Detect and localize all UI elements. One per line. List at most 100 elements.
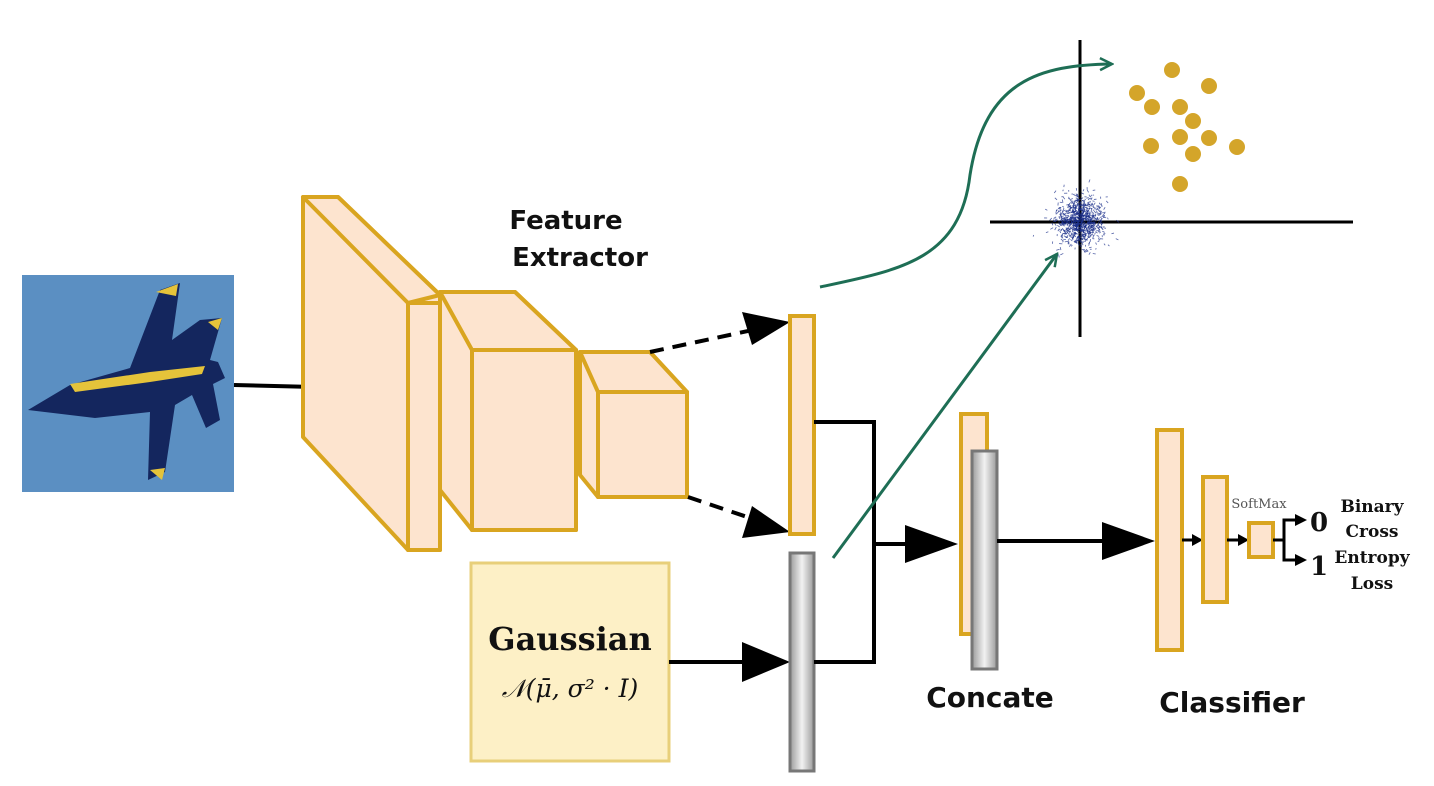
noise-sample xyxy=(1078,210,1081,213)
noise-sample xyxy=(1056,248,1060,251)
noise-sample xyxy=(1073,239,1077,243)
noise-sample xyxy=(1068,217,1072,221)
noise-sample xyxy=(1062,228,1065,231)
merge-line-noise xyxy=(814,544,876,664)
noise-sample xyxy=(1059,201,1063,204)
noise-sample xyxy=(1070,215,1073,219)
noise-sample xyxy=(1079,244,1082,246)
noise-sample xyxy=(1086,219,1089,223)
noise-sample xyxy=(1063,224,1065,227)
noise-sample xyxy=(1099,231,1101,234)
noise-sample xyxy=(1084,214,1088,217)
noise-sample xyxy=(1078,212,1080,216)
arrow-classifier-1-2-head xyxy=(1192,534,1203,546)
noise-sample xyxy=(1107,244,1110,247)
noise-sample xyxy=(1062,212,1066,216)
loss-line-4: Loss xyxy=(1351,574,1393,594)
arrow-to-concate-head xyxy=(905,525,958,563)
noise-sample xyxy=(1088,232,1092,235)
noise-sample xyxy=(1077,221,1079,224)
noise-sample xyxy=(1080,197,1084,200)
noise-sample xyxy=(1085,237,1089,241)
noise-sample xyxy=(1083,223,1086,225)
noise-sample xyxy=(1054,223,1057,226)
noise-sample xyxy=(1098,238,1101,241)
noise-sample xyxy=(1070,234,1072,237)
noise-sample xyxy=(1062,240,1064,243)
noise-sample xyxy=(1085,206,1088,209)
noise-sample xyxy=(1074,234,1077,238)
noise-sample xyxy=(1049,217,1053,221)
noise-sample xyxy=(1061,221,1065,225)
noise-sample xyxy=(1075,240,1078,243)
noise-sample xyxy=(1051,222,1054,226)
noise-sample xyxy=(1066,228,1069,231)
noise-sample xyxy=(1067,209,1070,212)
noise-sample xyxy=(1065,209,1068,212)
noise-sample xyxy=(1062,209,1066,213)
noise-sample xyxy=(1075,206,1078,209)
noise-sample xyxy=(1115,238,1119,241)
green-arrow-feature-to-space xyxy=(819,64,1112,289)
noise-sample xyxy=(1082,204,1085,207)
noise-sample xyxy=(1096,217,1099,220)
noise-sample xyxy=(1072,209,1075,211)
noise-sample xyxy=(1088,179,1091,183)
noise-sample xyxy=(1068,202,1071,207)
feature-point xyxy=(1201,78,1217,94)
noise-sample xyxy=(1090,214,1094,217)
noise-sample xyxy=(1069,220,1071,223)
noise-sample xyxy=(1084,217,1087,219)
noise-sample xyxy=(1078,222,1082,225)
noise-sample xyxy=(1055,211,1059,215)
noise-sample xyxy=(1055,210,1057,214)
merge-line-feature xyxy=(814,420,876,544)
noise-sample xyxy=(1086,232,1090,235)
noise-sample xyxy=(1074,232,1079,235)
noise-sample xyxy=(1092,209,1095,211)
noise-sample xyxy=(1085,229,1089,233)
noise-sample xyxy=(1077,232,1081,235)
feature-point xyxy=(1172,99,1188,115)
noise-sample xyxy=(1107,217,1109,220)
noise-sample xyxy=(1069,208,1072,212)
noise-sample xyxy=(1082,237,1086,240)
noise-sample xyxy=(1053,190,1057,194)
noise-sample xyxy=(1076,236,1079,238)
arrow-classifier-2-3-head xyxy=(1238,534,1249,546)
noise-sample xyxy=(1079,229,1082,232)
noise-sample xyxy=(1045,208,1048,211)
classifier-layer-1 xyxy=(1155,428,1184,652)
feature-point xyxy=(1143,138,1159,154)
feature-vector xyxy=(788,314,816,536)
loss-line-1: Binary xyxy=(1340,497,1404,517)
noise-sample xyxy=(1099,216,1103,218)
noise-sample xyxy=(1063,235,1066,238)
classifier-layer-2 xyxy=(1201,475,1229,604)
noise-sample xyxy=(1093,223,1096,227)
noise-sample xyxy=(1077,243,1080,246)
noise-sample xyxy=(1079,209,1082,212)
noise-sample xyxy=(1079,205,1081,209)
noise-sample xyxy=(1100,210,1102,214)
noise-sample xyxy=(1103,243,1106,246)
noise-sample xyxy=(1070,200,1073,203)
noise-sample xyxy=(1087,230,1090,233)
noise-sample xyxy=(1088,252,1091,255)
noise-sample xyxy=(1081,199,1085,202)
noise-sample xyxy=(1060,238,1064,242)
noise-sample xyxy=(1092,225,1096,229)
noise-sample xyxy=(1072,224,1075,227)
noise-sample xyxy=(1096,235,1100,237)
noise-sample xyxy=(1059,222,1062,226)
noise-sample xyxy=(1063,233,1067,235)
noise-sample xyxy=(1063,213,1066,216)
noise-sample xyxy=(1097,209,1101,213)
noise-sample xyxy=(1087,223,1091,227)
noise-sample xyxy=(1081,242,1084,246)
noise-sample xyxy=(1074,209,1078,212)
fighter-jet-icon xyxy=(28,283,225,480)
noise-sample xyxy=(1080,225,1083,229)
noise-sample xyxy=(1070,198,1074,200)
green-arrow-noise-to-space xyxy=(831,254,1057,559)
